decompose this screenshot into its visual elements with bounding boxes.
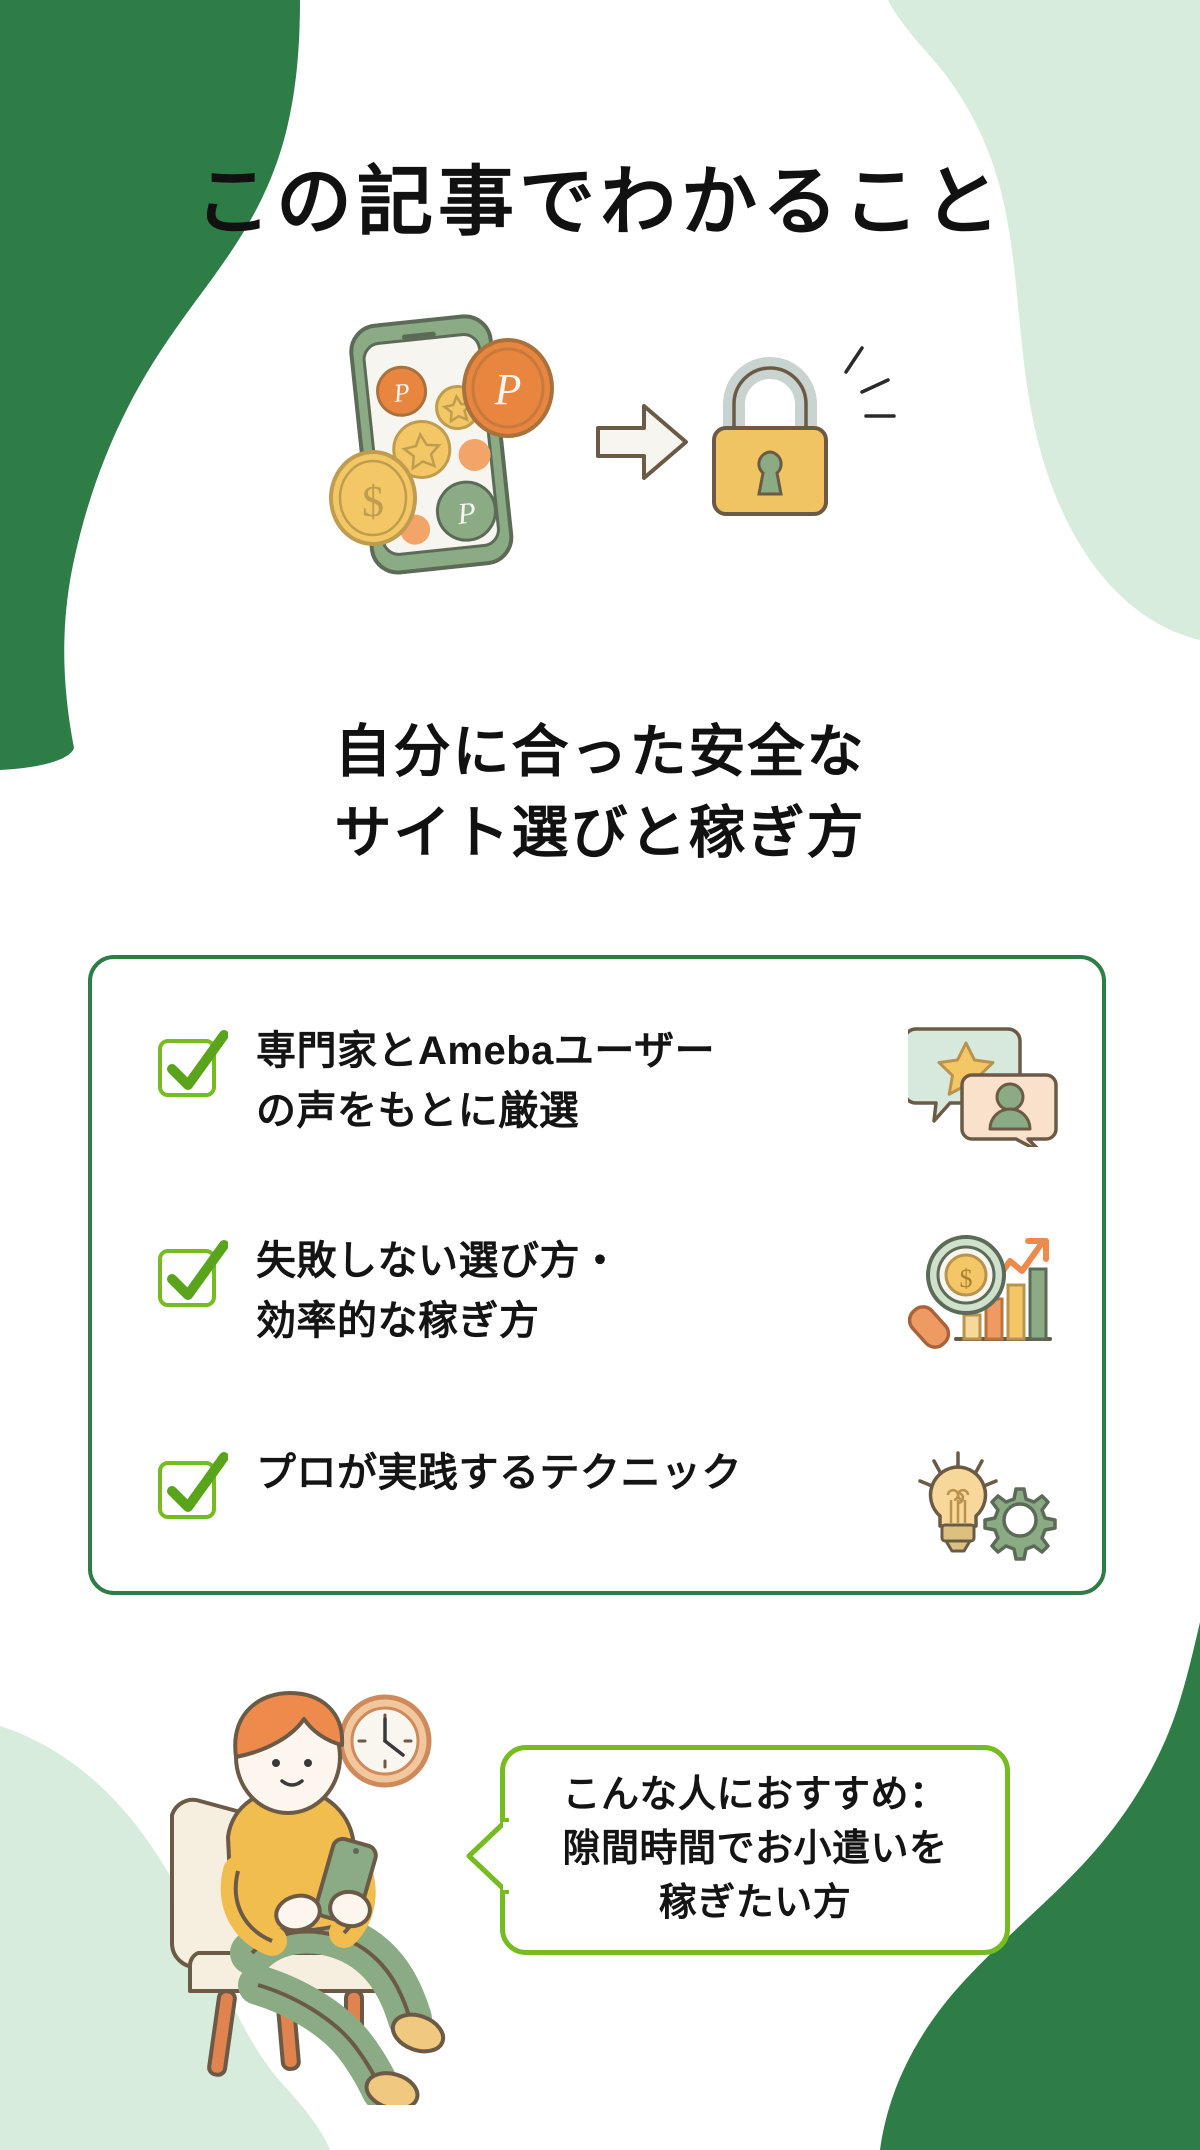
svg-text:P: P (391, 377, 411, 408)
bubble-line-1: こんな人におすすめ： (562, 1774, 948, 1817)
checklist-item-1-line-2: の声をもとに厳選 (256, 1089, 580, 1133)
hero-illustration: P P P $ (329, 314, 896, 575)
checklist-item-3-text: プロが実践するテクニック (256, 1439, 876, 1503)
lightbulb-gear-icon (918, 1451, 1057, 1561)
person-head (233, 1691, 345, 1815)
coin-p-orange (376, 365, 428, 417)
checkbox-checked-icon (156, 1451, 229, 1523)
padlock-icon (712, 346, 896, 516)
checkbox-checked-icon (156, 1029, 229, 1101)
checklist-item-2-line-1: 失敗しない選び方・ (256, 1239, 621, 1283)
person-sitting-chair-smartphone-icon (169, 1691, 446, 2105)
svg-text:P: P (494, 365, 522, 414)
coin-p-large-orange: P (462, 338, 554, 438)
checklist-item-1-line-1: 専門家とAmebaユーザー (256, 1029, 716, 1073)
checklist-item-3-line-1: プロが実践するテクニック (256, 1451, 742, 1495)
checklist-item-3: プロが実践するテクニック (130, 1439, 1062, 1589)
page-subtitle: 自分に合った安全な サイト選びと稼ぎ方 (0, 712, 1200, 874)
dot-orange-1 (458, 438, 491, 471)
person-hand-right (328, 1889, 372, 1929)
bubble-text: こんな人におすすめ： 隙間時間でお小遣いを 稼ぎたい方 (505, 1750, 1005, 1950)
recommendation-speech-bubble: こんな人におすすめ： 隙間時間でお小遣いを 稼ぎたい方 (466, 1745, 1010, 1955)
person-hand-left (274, 1893, 322, 1933)
magnifier-money-growth-chart-icon: $ (908, 1235, 1052, 1349)
page-title: この記事でわかること (195, 160, 1005, 245)
coin-p-green (435, 480, 497, 542)
svg-text:$: $ (960, 1264, 973, 1293)
bubble-tail (466, 1818, 509, 1894)
checklist-item-2-text: 失敗しない選び方・ 効率的な稼ぎ方 (256, 1227, 876, 1351)
bubble-line-2: 隙間時間でお小遣いを (562, 1828, 948, 1871)
checklist-card: 専門家とAmebaユーザー の声をもとに厳選 (88, 955, 1106, 1595)
svg-text:$: $ (362, 477, 384, 526)
arrow-right-icon (596, 404, 688, 480)
blob-top-right-light-green (888, 0, 1200, 640)
checklist-item-2: 失敗しない選び方・ 効率的な稼ぎ方 $ (130, 1227, 1062, 1377)
bubble-line-3: 稼ぎたい方 (658, 1881, 852, 1924)
shine-lines (918, 1451, 998, 1488)
checkbox-checked-icon (156, 1239, 229, 1311)
checklist-item-2-line-2: 効率的な稼ぎ方 (256, 1299, 540, 1343)
blob-top-left-dark-green (0, 0, 300, 770)
blob-bottom-left-light-green (0, 1726, 330, 2150)
subtitle-line-2: サイト選びと稼ぎ方 (334, 800, 866, 865)
subtitle-line-1: 自分に合った安全な (334, 720, 866, 784)
coin-dollar-yellow: $ (329, 450, 417, 546)
checklist-item-1-text: 専門家とAmebaユーザー の声をもとに厳選 (256, 1017, 876, 1141)
svg-text:P: P (455, 496, 478, 531)
blob-bottom-right-dark-green (880, 1622, 1200, 2150)
chat-bubbles-star-user-icon (908, 1027, 1058, 1147)
checklist-item-1: 専門家とAmebaユーザー の声をもとに厳選 (130, 1017, 1062, 1167)
wall-clock-icon (338, 1694, 432, 1788)
shine-lines (844, 346, 896, 418)
